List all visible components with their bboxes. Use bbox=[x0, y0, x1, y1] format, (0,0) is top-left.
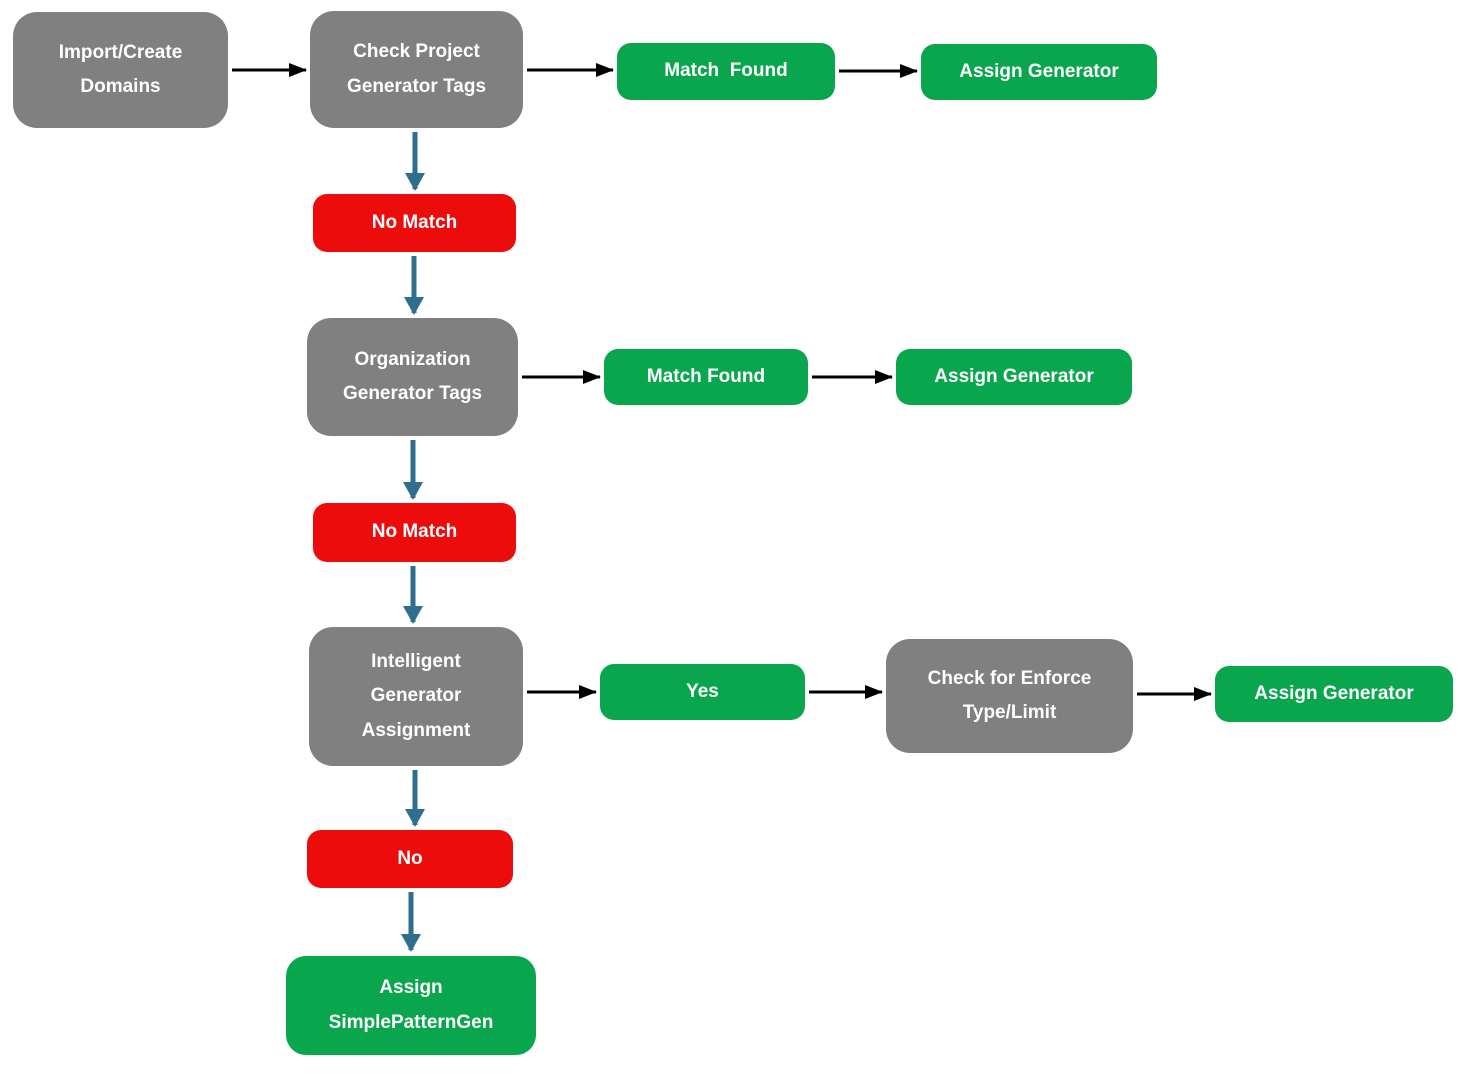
node-check-project-generator-tags: Check Project Generator Tags bbox=[310, 11, 523, 128]
node-check-for-enforce-type-limit: Check for Enforce Type/Limit bbox=[886, 639, 1133, 753]
node-no: No bbox=[307, 830, 513, 888]
node-no-match-1: No Match bbox=[313, 194, 516, 252]
node-label: Intelligent Generator Assignment bbox=[361, 651, 471, 741]
node-label: Assign Generator bbox=[959, 60, 1119, 82]
node-label: No Match bbox=[371, 521, 458, 543]
node-assign-generator-2: Assign Generator bbox=[896, 349, 1132, 405]
node-assign-generator-1: Assign Generator bbox=[921, 44, 1157, 100]
node-intelligent-generator-assignment: Intelligent Generator Assignment bbox=[309, 627, 523, 766]
node-label: Organization Generator Tags bbox=[342, 348, 483, 404]
node-label: Import/Create Domains bbox=[58, 41, 183, 97]
node-assign-simplepatterngen: Assign SimplePatternGen bbox=[286, 956, 536, 1055]
node-match-found-2: Match Found bbox=[604, 349, 808, 405]
node-label: Assign SimplePatternGen bbox=[328, 977, 494, 1033]
node-assign-generator-3: Assign Generator bbox=[1215, 666, 1453, 722]
node-label: No bbox=[397, 847, 423, 869]
node-label: Assign Generator bbox=[934, 365, 1094, 387]
node-import-create-domains: Import/Create Domains bbox=[13, 12, 228, 128]
node-label: Yes bbox=[686, 680, 719, 702]
node-yes: Yes bbox=[600, 664, 805, 720]
node-label: Assign Generator bbox=[1254, 682, 1414, 704]
node-match-found-1: Match Found bbox=[617, 43, 835, 100]
node-label: Match Found bbox=[646, 365, 766, 387]
node-label: Check Project Generator Tags bbox=[346, 41, 487, 97]
node-no-match-2: No Match bbox=[313, 503, 516, 562]
node-label: Match Found bbox=[664, 60, 788, 82]
node-organization-generator-tags: Organization Generator Tags bbox=[307, 318, 518, 436]
node-label: Check for Enforce Type/Limit bbox=[927, 667, 1092, 723]
node-label: No Match bbox=[371, 211, 458, 233]
